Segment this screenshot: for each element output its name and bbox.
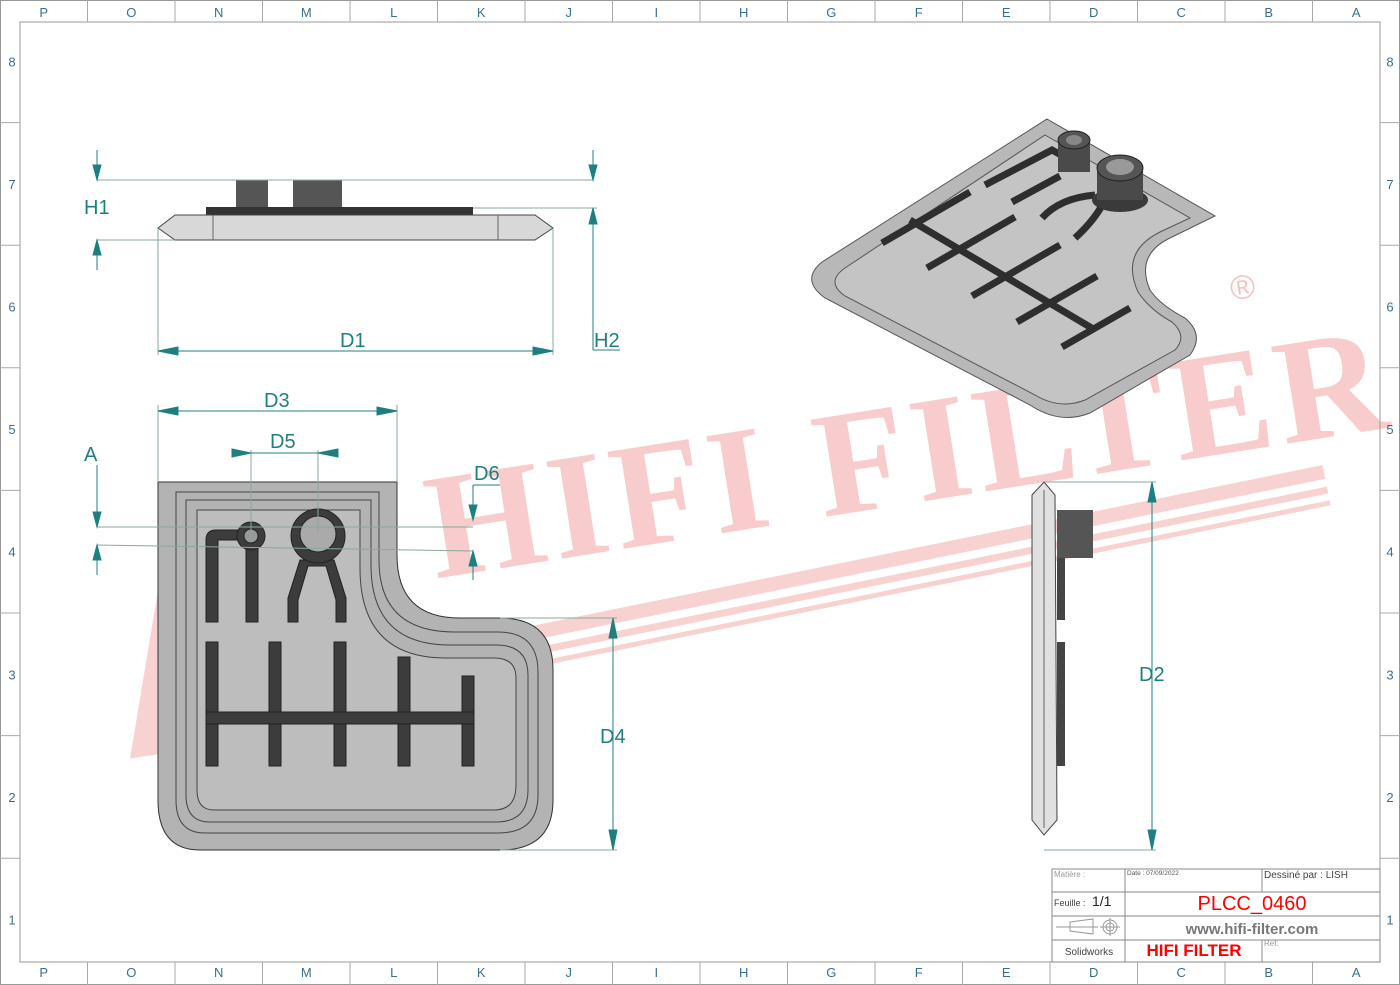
brand: HIFI FILTER (1146, 941, 1241, 960)
border-column-label-top: B (1264, 5, 1273, 20)
border-row-label-left: 3 (8, 667, 15, 682)
dim-d4: D4 (600, 726, 626, 748)
matiere-label: Matière : (1054, 870, 1085, 879)
software: Solidworks (1065, 947, 1113, 958)
border-row-label-right: 7 (1386, 177, 1393, 192)
dim-d2: D2 (1139, 664, 1165, 686)
website: www.hifi-filter.com (1185, 921, 1319, 938)
border-column-label-top: N (214, 5, 223, 20)
border-row-label-right: 6 (1386, 300, 1393, 315)
border-column-label-bottom: A (1352, 965, 1361, 980)
front-dimensions (92, 150, 620, 356)
border-row-label-right: 4 (1386, 545, 1393, 560)
border-column-label-top: O (126, 5, 136, 20)
border-column-label-top: L (390, 5, 397, 20)
dim-d6: D6 (474, 463, 500, 485)
border-column-label-bottom: E (1002, 965, 1011, 980)
dim-d5: D5 (270, 431, 296, 453)
ref-label: Ref: (1264, 939, 1279, 948)
border-column-label-bottom: F (915, 965, 923, 980)
side-dimensions (1044, 481, 1157, 851)
dim-h1: H1 (84, 197, 110, 219)
feuille-label: Feuille : (1054, 898, 1086, 908)
border-row-label-right: 3 (1386, 667, 1393, 682)
border-row-label-left: 6 (8, 300, 15, 315)
border-row-label-right: 1 (1386, 913, 1393, 928)
border-column-label-bottom: B (1264, 965, 1273, 980)
drawn-by: Dessiné par : LISH (1264, 870, 1348, 881)
dim-d1: D1 (340, 330, 366, 352)
iso-pipes (1057, 130, 1148, 212)
border-column-label-bottom: O (126, 965, 136, 980)
border-column-label-top: C (1177, 5, 1186, 20)
border-row-label-left: 7 (8, 177, 15, 192)
border-column-label-top: P (39, 5, 48, 20)
border-column-label-top: G (826, 5, 836, 20)
border-row-label-right: 8 (1386, 54, 1393, 69)
border-column-label-top: I (654, 5, 658, 20)
border-row-label-left: 4 (8, 545, 15, 560)
border-column-label-bottom: K (477, 965, 486, 980)
border-column-label-top: E (1002, 5, 1011, 20)
side-view (1031, 481, 1093, 836)
title-block (1051, 868, 1381, 963)
border-column-label-bottom: G (826, 965, 836, 980)
part-number: PLCC_0460 (1198, 893, 1307, 915)
border-row-label-left: 5 (8, 422, 15, 437)
border-row-label-left: 1 (8, 913, 15, 928)
ribs (205, 508, 475, 767)
border-column-label-bottom: J (566, 965, 573, 980)
border-column-label-bottom: L (390, 965, 397, 980)
border-column-label-bottom: I (654, 965, 658, 980)
border-column-label-top: M (301, 5, 312, 20)
isometric-view (811, 118, 1217, 418)
border-column-label-top: J (566, 5, 573, 20)
dim-d3: D3 (264, 390, 290, 412)
border-column-label-top: F (915, 5, 923, 20)
border-column-label-bottom: P (39, 965, 48, 980)
watermark-registered: ® (1227, 267, 1258, 308)
dim-a: A (84, 444, 98, 466)
front-view (157, 180, 554, 241)
plan-view (157, 481, 554, 851)
projection-symbol-icon (1056, 918, 1120, 936)
border-row-label-right: 5 (1386, 422, 1393, 437)
feuille-value: 1/1 (1092, 893, 1112, 909)
border-column-label-bottom: N (214, 965, 223, 980)
border-column-label-bottom: M (301, 965, 312, 980)
border-column-label-top: H (739, 5, 748, 20)
border-column-label-bottom: C (1177, 965, 1186, 980)
border-column-label-bottom: D (1089, 965, 1098, 980)
dim-h2: H2 (594, 330, 620, 352)
date: Date : 07/09/2022 (1127, 870, 1179, 877)
border-column-label-top: D (1089, 5, 1098, 20)
plan-dimensions (92, 405, 618, 851)
border-row-label-left: 2 (8, 790, 15, 805)
border-row-label-right: 2 (1386, 790, 1393, 805)
border-column-label-top: K (477, 5, 486, 20)
border-column-label-bottom: H (739, 965, 748, 980)
border-column-label-top: A (1352, 5, 1361, 20)
border-row-label-left: 8 (8, 54, 15, 69)
